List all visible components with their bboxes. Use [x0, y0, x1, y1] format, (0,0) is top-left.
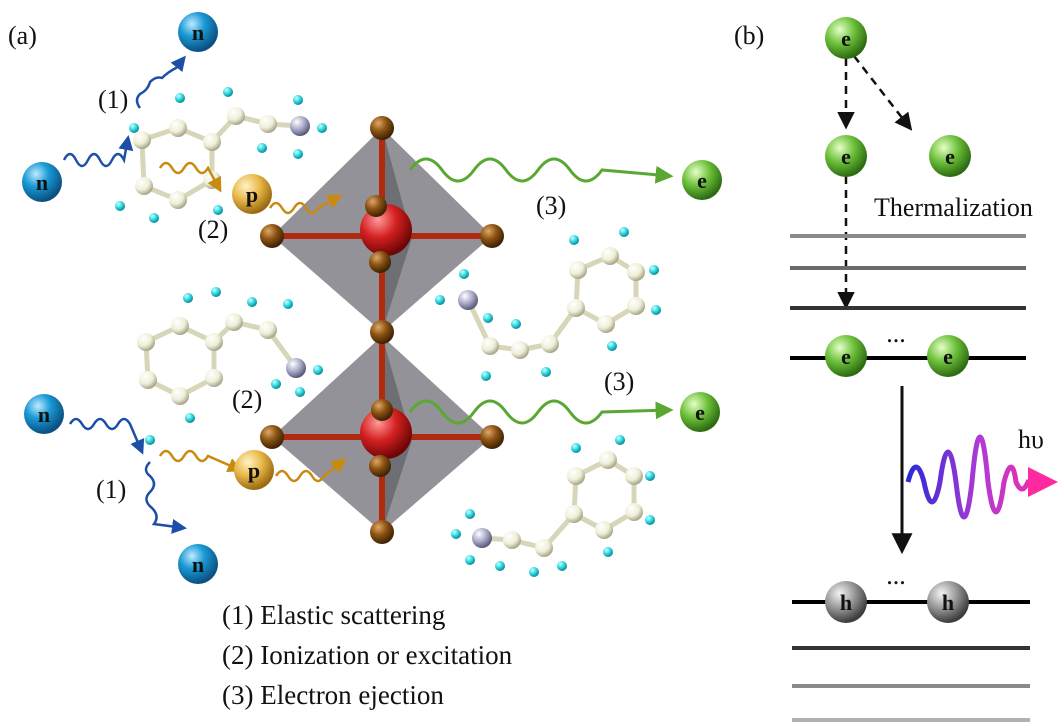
electron-label: e — [943, 344, 953, 369]
proton-top: p — [232, 174, 272, 214]
electron-wave-arrows — [408, 157, 674, 425]
ellipsis-bottom: ... — [886, 561, 906, 590]
legend: (1) Elastic scattering (2) Ionization or… — [222, 600, 513, 710]
electron-label: e — [697, 168, 707, 193]
electron-label: e — [945, 144, 955, 169]
hole-left: h — [825, 581, 867, 623]
iodide-atoms-front — [365, 195, 393, 477]
legend-item-3: (3) Electron ejection — [222, 680, 444, 710]
valence-levels — [792, 600, 1030, 722]
neutron-top-right: n — [178, 12, 218, 52]
electron-ejected-top: e — [682, 160, 722, 200]
proton-label: p — [248, 458, 260, 483]
legend-item-2: (2) Ionization or excitation — [222, 640, 513, 670]
mark-2-top: (2) — [198, 215, 228, 244]
neutron-label: n — [192, 552, 204, 577]
panel-b-label: (b) — [734, 21, 764, 50]
legend-item-1: (1) Elastic scattering — [222, 600, 445, 630]
neutron-mid-left: n — [24, 394, 64, 434]
hole-right: h — [927, 581, 969, 623]
ellipsis-top: ... — [886, 319, 906, 348]
hole-label: h — [840, 590, 852, 615]
neutron-label: n — [36, 170, 48, 195]
proton-label: p — [246, 182, 258, 207]
iodide-atoms — [260, 116, 504, 544]
electron-label: e — [841, 344, 851, 369]
neutron-label: n — [38, 402, 50, 427]
molecule-top-left — [115, 87, 327, 223]
photon-wave — [905, 434, 1058, 520]
molecule-right-mid — [435, 227, 661, 381]
electron-secondary-right: e — [929, 135, 971, 177]
molecule-mid-left — [137, 287, 323, 445]
electron-label: e — [841, 144, 851, 169]
electron-band-right: e — [927, 335, 969, 377]
neutron-bottom: n — [178, 544, 218, 584]
mark-3-bottom: (3) — [604, 367, 634, 396]
proton-wave-arrows — [158, 161, 347, 483]
molecule-right-bottom — [451, 435, 655, 577]
panel-a-label: (a) — [8, 21, 37, 50]
neutron-label: n — [192, 20, 204, 45]
electron-label: e — [695, 400, 705, 425]
mark-1-bottom: (1) — [96, 475, 126, 504]
photon-label: hυ — [1018, 425, 1044, 454]
hole-label: h — [942, 590, 954, 615]
thermalization-label: Thermalization — [874, 193, 1033, 222]
mark-2-bottom: (2) — [232, 385, 262, 414]
neutron-wave-arrows — [62, 55, 187, 534]
conduction-levels — [790, 234, 1026, 360]
neutron-top-left: n — [22, 162, 62, 202]
lead-atoms — [360, 204, 412, 459]
electron-ejected-bottom: e — [680, 392, 720, 432]
mark-3-top: (3) — [536, 191, 566, 220]
thermalization-arrows — [837, 55, 913, 310]
electron-band-left: e — [825, 335, 867, 377]
proton-bottom: p — [234, 450, 274, 490]
electron-label: e — [841, 26, 851, 51]
mark-1-top: (1) — [98, 85, 128, 114]
electron-incident: e — [825, 17, 867, 59]
electron-secondary-left: e — [825, 135, 867, 177]
